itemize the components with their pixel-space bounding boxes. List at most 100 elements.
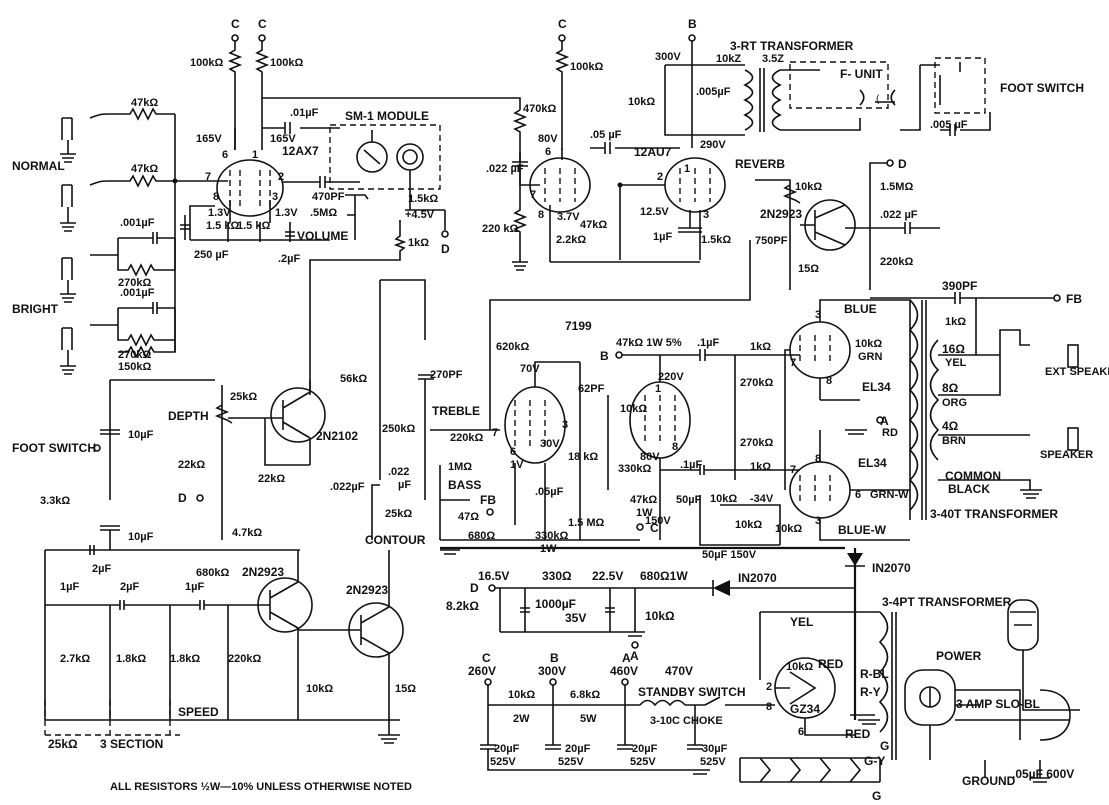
label-red2: RED: [845, 727, 871, 741]
r-10k-rev: 10kΩ: [795, 181, 822, 193]
label-c2: C: [258, 17, 267, 31]
pin-1: 1: [252, 149, 258, 161]
r-270k-pi1: 270kΩ: [740, 377, 773, 389]
r-270k-1: 270kΩ: [118, 277, 151, 289]
w-2: 2W: [513, 713, 530, 725]
c-022-tone3: µF: [398, 479, 411, 491]
r-10k-pi1: 10kΩ: [710, 493, 737, 505]
label-b-pi: B: [600, 349, 609, 363]
label-speed: SPEED: [178, 705, 219, 719]
reverb-12au7: C 100kΩ 470kΩ 80V 6 7 8 .022 µF 220 kΩ 3…: [482, 17, 731, 271]
r-150k: 150kΩ: [118, 361, 151, 373]
supply-c-nodes: C C 100kΩ 100kΩ: [190, 17, 303, 150]
footer-note: ALL RESISTORS ½W—10% UNLESS OTHERWISE NO…: [110, 781, 412, 793]
label-b-ps: B: [550, 651, 559, 665]
r-15k-rev: 1.5kΩ: [701, 234, 731, 246]
label-yel-ps: YEL: [790, 615, 813, 629]
r-10k-pi3: 10kΩ: [775, 523, 802, 535]
r-47k-5: 47kΩ 1W 5%: [616, 337, 682, 349]
tube-gz34: GZ34: [790, 702, 820, 716]
c-022-rev: .022 µF: [486, 163, 524, 175]
c-250: 250 µF: [194, 249, 229, 261]
r-10k-trem: 10kΩ: [306, 683, 333, 695]
label-d-trem: D: [178, 491, 187, 505]
c-1000: 1000µF: [535, 597, 576, 611]
label-c3: C: [558, 17, 567, 31]
v-300-ps: 300V: [538, 664, 566, 678]
c-750pf: 750PF: [755, 235, 788, 247]
c-62pf: 62PF: [578, 383, 605, 395]
pin-4-gz34: 10kΩ: [786, 661, 813, 673]
z-10k: 10kZ: [716, 53, 741, 65]
r-27k: 2.7kΩ: [60, 653, 90, 665]
r-47k-normal2: 47kΩ: [131, 163, 158, 175]
label-fuse: 3 AMP SLO-BL: [956, 697, 1040, 711]
label-a-out: A: [880, 414, 889, 428]
label-gy: G-Y: [864, 754, 885, 768]
r-22k-trem: 22kΩ: [178, 459, 205, 471]
label-ground: GROUND: [962, 774, 1016, 788]
label-grn: GRN: [858, 351, 883, 363]
label-3rt: 3-RT TRANSFORMER: [730, 39, 854, 53]
r-10k-2w: 10kΩ: [508, 689, 535, 701]
pin-7-rev: 7: [530, 189, 536, 201]
label-volume: VOLUME: [297, 229, 348, 243]
label-rbl: R-BL: [860, 667, 889, 681]
c-1-pi1: .1µF: [697, 337, 720, 349]
c-50-pi: 50µF: [676, 494, 702, 506]
label-a-ps: A: [630, 649, 639, 663]
pin-8-el2: 8: [815, 453, 821, 465]
tube-7199: 7199: [565, 319, 592, 333]
r-15k-1: 1.5 kΩ: [206, 220, 239, 232]
output-stage: 390PF FB 1kΩ BLUE 3 10kΩ GRN 7 8 EL34 8 …: [784, 279, 1109, 541]
tube-el34-1: EL34: [862, 380, 891, 394]
r-470k: 470kΩ: [523, 103, 556, 115]
label-c1: C: [231, 17, 240, 31]
label-d-preamp: D: [441, 242, 450, 256]
pin-3: 3: [272, 191, 278, 203]
label-foot-switch-trem: FOOT SWITCH: [12, 441, 96, 455]
r-47k-normal1: 47kΩ: [131, 97, 158, 109]
label-funit: F- UNIT: [840, 67, 883, 81]
pot-25k-depth: 25kΩ: [230, 391, 257, 403]
c-1-rev: 1µF: [653, 231, 672, 243]
r-68k: 6.8kΩ: [570, 689, 600, 701]
v-45: +4.5V: [405, 209, 435, 221]
input-section: 47kΩ 47kΩ NORMAL .001µF 270kΩ .001µF 270…: [12, 97, 228, 375]
r-10k-ps: 10kΩ: [645, 609, 675, 623]
r-1k-pi1: 1kΩ: [750, 341, 771, 353]
v-165-ps: 16.5V: [478, 569, 509, 583]
label-depth: DEPTH: [168, 409, 209, 423]
c-2-trem2: 2µF: [120, 581, 139, 593]
v-34: -34V: [750, 493, 774, 505]
label-standby: STANDBY SWITCH: [638, 685, 746, 699]
v-13-1: 1.3V: [208, 207, 231, 219]
r-15m: 1.5MΩ: [880, 181, 913, 193]
r-56k: 56kΩ: [340, 373, 367, 385]
pin-8: 8: [213, 191, 219, 203]
c-10-2: 10µF: [128, 531, 154, 543]
c-10-1: 10µF: [128, 429, 154, 441]
r-47k-rev: 47kΩ: [580, 219, 607, 231]
label-choke: 3-10C CHOKE: [650, 715, 723, 727]
label-d-ps: D: [470, 581, 479, 595]
r-270k-pi2: 270kΩ: [740, 437, 773, 449]
v-525-2: 525V: [558, 756, 584, 768]
r-330k: 330kΩ: [535, 530, 568, 542]
tube-12au7: 12AU7: [634, 145, 672, 159]
label-blue: BLUE: [844, 302, 877, 316]
w-1b: 1W: [636, 507, 653, 519]
r-82k: 8.2kΩ: [446, 599, 479, 613]
r-100k-1: 100kΩ: [190, 57, 223, 69]
label-bluew: BLUE-W: [838, 523, 887, 537]
label-normal: NORMAL: [12, 159, 65, 173]
r-680-1w: 680Ω1W: [640, 569, 688, 583]
r-100k-2: 100kΩ: [270, 57, 303, 69]
r-15m-pi: 1.5 MΩ: [568, 517, 605, 529]
label-grnw: GRN-W: [870, 489, 909, 501]
r-330k-b: 330kΩ: [618, 463, 651, 475]
c-022-tone: .022µF: [330, 481, 365, 493]
v-460: 460V: [610, 664, 638, 678]
label-reverb: REVERB: [735, 157, 785, 171]
tone-stack: 56kΩ 270PF TREBLE 250kΩ 220kΩ .022µF .02…: [330, 279, 500, 555]
